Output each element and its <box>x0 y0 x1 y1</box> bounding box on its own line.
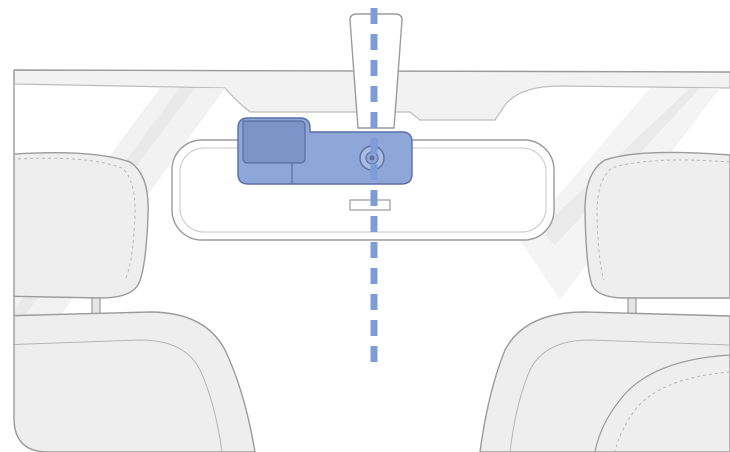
left-seat-back <box>14 311 256 452</box>
dashcam-icon <box>237 117 413 185</box>
right-seat-back <box>479 311 730 452</box>
right-headrest <box>584 151 730 299</box>
left-headrest <box>14 151 149 299</box>
dashcam-mount-block <box>242 120 306 164</box>
mirror-sensor <box>349 199 391 211</box>
